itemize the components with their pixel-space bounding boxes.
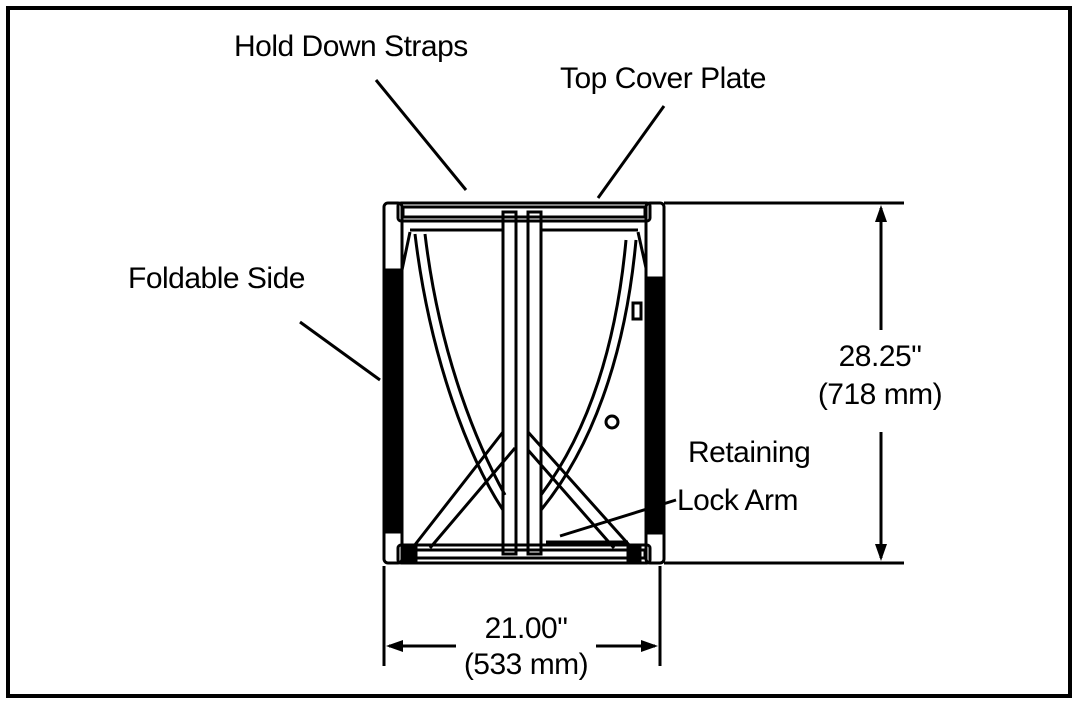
leader-hold-down-straps bbox=[374, 79, 468, 191]
width-arrowhead-right bbox=[641, 640, 658, 652]
label-retaining: Retaining bbox=[688, 436, 811, 469]
leader-lock-arm bbox=[559, 498, 677, 538]
tank-curve-left-inner bbox=[423, 233, 507, 496]
width-mm: (533 mm) bbox=[463, 648, 589, 681]
frame-structure bbox=[382, 201, 666, 565]
top-cover-plate-inner bbox=[401, 205, 647, 219]
center-post-left bbox=[501, 210, 518, 556]
top-cover-plate bbox=[396, 201, 652, 223]
label-lock-arm: Lock Arm bbox=[677, 484, 799, 517]
center-post-right bbox=[526, 210, 543, 556]
left-foldable-panel bbox=[385, 268, 401, 534]
label-top-cover-plate: Top Cover Plate bbox=[560, 62, 766, 95]
brace-diagonal-left bbox=[412, 431, 517, 549]
right-side-post bbox=[644, 201, 666, 565]
height-mm: (718 mm) bbox=[817, 378, 943, 411]
diagram-frame bbox=[6, 6, 1072, 698]
brace-top-left bbox=[400, 231, 412, 271]
label-hold-down-straps: Hold Down Straps bbox=[234, 30, 468, 63]
brace-top-right bbox=[636, 231, 648, 269]
label-foldable-side: Foldable Side bbox=[128, 262, 305, 295]
width-arrowhead-left bbox=[386, 640, 403, 652]
tank-curve-right-outer bbox=[539, 239, 638, 511]
leader-lines bbox=[299, 79, 677, 538]
height-inches: 28.25" bbox=[838, 340, 922, 373]
corner-block-left bbox=[402, 546, 418, 562]
right-foldable-panel bbox=[647, 276, 663, 535]
fitting-circle bbox=[604, 414, 620, 430]
base-plate-inner bbox=[401, 548, 647, 560]
corner-block-right bbox=[626, 546, 642, 562]
left-side-post bbox=[382, 201, 404, 565]
brace-diagonal-right bbox=[526, 430, 632, 549]
height-arrowhead-top bbox=[875, 205, 887, 222]
width-inches: 21.00" bbox=[484, 612, 568, 645]
fitting-block bbox=[631, 301, 643, 321]
tank-curve-left-outer bbox=[413, 233, 505, 511]
tank-curve-right-inner bbox=[539, 239, 628, 496]
leader-foldable-side bbox=[299, 320, 381, 382]
base-plate bbox=[396, 543, 652, 565]
leader-top-cover-plate bbox=[596, 105, 666, 199]
height-arrowhead-bottom bbox=[875, 544, 887, 561]
height-dimension bbox=[664, 201, 904, 565]
